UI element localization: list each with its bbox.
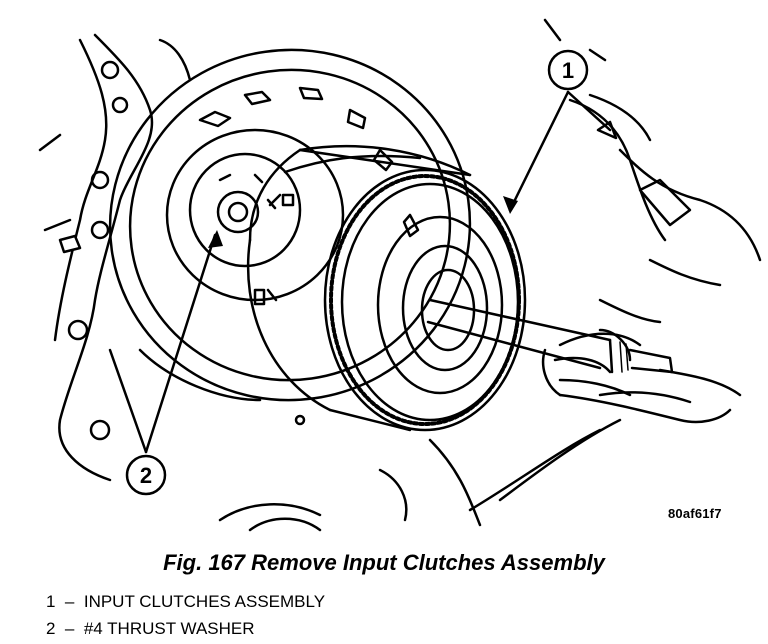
callout-2-number: 2 [140, 463, 152, 488]
right-case [428, 18, 762, 527]
legend-text: #4 THRUST WASHER [83, 619, 255, 638]
input-clutch-drum [246, 144, 527, 432]
callout-2-balloon [125, 454, 167, 496]
figure-caption: Fig. 167 Remove Input Clutches Assembly [163, 550, 605, 575]
legend-number: 1 [46, 592, 56, 611]
callout-1-number: 1 [562, 58, 574, 83]
input-shaft [426, 298, 674, 374]
image-code: 80af61f7 [668, 506, 722, 521]
case-flange [38, 33, 192, 482]
lower-case [218, 414, 408, 532]
callout-leaders [108, 90, 612, 454]
legend-number: 2 [46, 619, 56, 638]
technician-hand [541, 332, 742, 424]
legend-item-1: 1 – INPUT CLUTCHES ASSEMBLY [46, 592, 325, 612]
legend-separator: – [64, 619, 75, 638]
callout-1-balloon [547, 49, 589, 91]
clutch-removal-illustration: 1 2 [38, 18, 762, 532]
legend-separator: – [64, 592, 75, 611]
legend-text: INPUT CLUTCHES ASSEMBLY [83, 592, 326, 611]
legend-item-2: 2 – #4 THRUST WASHER [46, 619, 255, 639]
pump-housing [108, 48, 472, 402]
